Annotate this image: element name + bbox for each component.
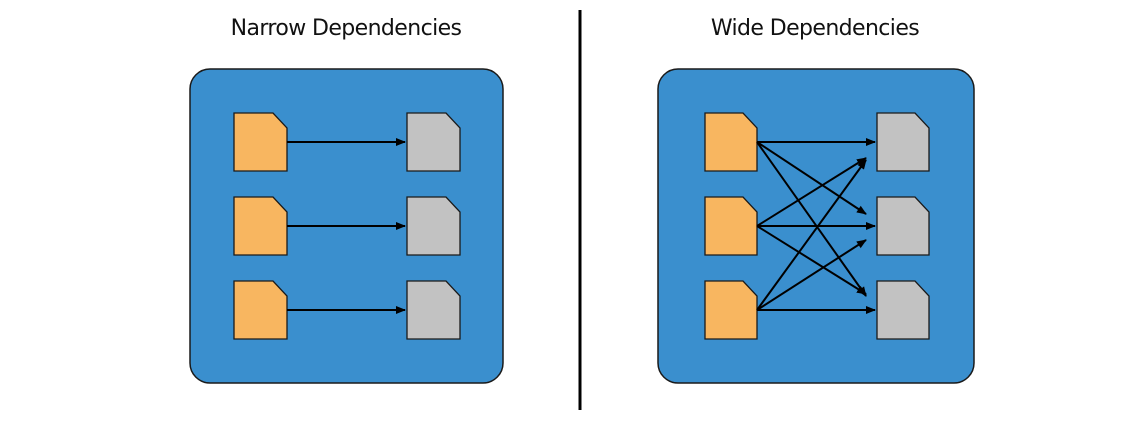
wide-dependencies-panel [657,68,975,384]
wide-parent-partitions [704,112,758,340]
narrow-parent-partition-1 [233,112,288,172]
wide-parent-partition-3 [704,280,758,340]
wide-arrow-p1-c2 [756,141,867,215]
wide-parent-partition-2 [704,196,758,256]
wide-arrow-p1-c3 [756,141,867,297]
narrow-parent-partition-3 [233,280,288,340]
narrow-child-partitions [406,112,461,340]
wide-arrow-p2-c1 [756,157,867,227]
wide-child-partition-1 [876,112,930,172]
narrow-dependencies-title: Narrow Dependencies [230,16,462,41]
narrow-child-partition-1 [406,112,461,172]
wide-child-partition-3 [876,280,930,340]
wide-child-partition-2 [876,196,930,256]
narrow-parent-partitions [233,112,288,340]
wide-arrow-p2-c3 [756,225,867,295]
wide-dependencies-title: Wide Dependencies [710,16,920,41]
narrow-dependencies-panel [189,68,504,384]
narrow-child-partition-3 [406,280,461,340]
wide-arrow-p3-c2 [756,239,867,311]
wide-child-partitions [876,112,930,340]
narrow-child-partition-2 [406,196,461,256]
wide-arrow-p3-c1 [756,159,867,311]
narrow-parent-partition-2 [233,196,288,256]
narrow-arrows [287,138,406,314]
wide-arrows [756,138,876,314]
wide-parent-partition-1 [704,112,758,172]
